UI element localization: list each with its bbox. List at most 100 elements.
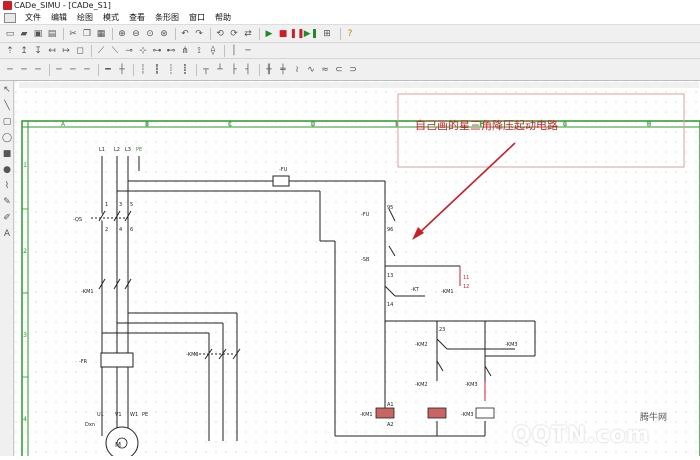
schematic-svg: A B C D E F G H 1 2 3 4 自己画的星三角降压起动电路 — [15, 81, 700, 460]
switch-icon[interactable]: ⊷ — [166, 45, 176, 56]
switch-icon[interactable]: ⊹ — [139, 45, 147, 56]
print-icon[interactable]: ▤ — [47, 29, 57, 39]
bus-icon[interactable]: ┋ — [182, 64, 188, 75]
schematic-labels: L1 L2 L3 PE -QS -KM1 -KM3 -FR -FU -FU -S… — [73, 147, 518, 428]
stamp-icon[interactable]: ◻ — [76, 45, 84, 56]
tee-icon[interactable]: ├ — [231, 64, 237, 75]
menu-help[interactable]: 帮助 — [215, 13, 231, 22]
switch-icon[interactable]: ⟠ — [210, 45, 216, 56]
polyline-icon[interactable]: ⌇ — [4, 181, 10, 191]
column-label: A — [61, 121, 66, 128]
fill-rect-icon[interactable]: ■ — [2, 149, 12, 159]
help-icon[interactable]: ? — [347, 29, 353, 39]
switch-icon[interactable]: ⟟ — [197, 45, 201, 56]
wire-icon[interactable]: ─ — [70, 64, 76, 75]
wire-icon[interactable]: ━ — [105, 64, 111, 75]
menu-edit[interactable]: 编辑 — [51, 13, 67, 22]
switch-icon[interactable]: ⊸ — [125, 45, 133, 56]
save-icon[interactable]: ▣ — [33, 29, 43, 39]
stop-icon[interactable]: ■ — [278, 29, 288, 39]
app-icon — [3, 1, 12, 10]
wire-icon[interactable]: ─ — [7, 64, 13, 75]
coil-km2[interactable] — [427, 407, 447, 419]
label-fr: -FR — [79, 359, 88, 365]
bus-icon[interactable]: ┊ — [168, 64, 174, 75]
wire-icon[interactable]: ─ — [56, 64, 62, 75]
line-icon[interactable]: ╲ — [4, 101, 10, 111]
wire-icon[interactable]: ─ — [84, 64, 90, 75]
motor-inner — [116, 437, 128, 449]
annotation-box[interactable] — [397, 93, 685, 168]
label-km3: -KM3 — [186, 352, 199, 358]
tee-icon[interactable]: ≈ — [321, 64, 329, 75]
bus-icon[interactable]: ┇ — [154, 64, 160, 75]
menu-draw[interactable]: 绘图 — [77, 13, 93, 22]
pen-icon[interactable]: ✐ — [3, 213, 11, 223]
bus-icon[interactable]: ┆ — [140, 64, 146, 75]
dash-icon[interactable]: ─ — [245, 45, 251, 56]
label-dxn: Dxn — [85, 422, 95, 428]
zoom-fit-icon[interactable]: ⊙ — [146, 29, 154, 39]
rotate-left-icon[interactable]: ⟲ — [216, 29, 224, 39]
tee-icon[interactable]: ╪ — [280, 64, 286, 75]
arrow-icon[interactable]: ↖ — [3, 85, 11, 95]
undo-icon[interactable]: ↶ — [181, 29, 189, 39]
document-icon[interactable] — [4, 13, 16, 23]
rotate-right-icon[interactable]: ⟳ — [230, 29, 238, 39]
menu-barchart[interactable]: 条形图 — [155, 13, 179, 22]
tee-icon[interactable]: ┬ — [203, 64, 209, 75]
annotation-arrow — [414, 142, 516, 238]
label-fu: -FU — [279, 167, 288, 173]
paste-icon[interactable]: ▦ — [96, 29, 106, 39]
zoom-area-icon[interactable]: ⊛ — [160, 29, 168, 39]
fill-ellipse-icon[interactable]: ● — [3, 165, 11, 175]
wire-icon[interactable]: ─ — [21, 64, 27, 75]
menu-window[interactable]: 窗口 — [189, 13, 205, 22]
arrow-right-icon[interactable]: ↦ — [62, 45, 70, 56]
menu-mode[interactable]: 模式 — [103, 13, 119, 22]
arrow-left-icon[interactable]: ↤ — [48, 45, 56, 56]
menu-file[interactable]: 文件 — [25, 13, 41, 22]
switch-icon[interactable]: ⊶ — [152, 45, 162, 56]
wire-icon[interactable]: ─ — [35, 64, 41, 75]
coil-km1[interactable] — [375, 407, 395, 419]
redo-icon[interactable]: ↷ — [195, 29, 203, 39]
play-icon[interactable]: ▶ — [265, 29, 273, 39]
monitor-icon[interactable]: ⊞ — [323, 29, 331, 39]
pause-icon[interactable]: ❚❚ — [289, 29, 305, 39]
tee-icon[interactable]: ┤ — [245, 64, 251, 75]
menu-view[interactable]: 查看 — [129, 13, 145, 22]
drawing-canvas[interactable]: A B C D E F G H 1 2 3 4 自己画的星三角降压起动电路 — [15, 81, 700, 460]
text-icon[interactable]: A — [3, 229, 11, 239]
paint-icon[interactable]: ✎ — [3, 197, 11, 207]
toolbar-separator — [259, 63, 260, 76]
tee-icon[interactable]: ⊂ — [335, 64, 343, 75]
tee-icon[interactable]: ∿ — [307, 64, 315, 75]
copy-icon[interactable]: ❐ — [82, 29, 92, 39]
pointer-icon[interactable]: ⇡ — [6, 45, 14, 56]
rect-icon[interactable]: ▢ — [2, 117, 12, 127]
ellipse-icon[interactable]: ◯ — [2, 133, 13, 143]
switch-icon[interactable]: ⋔ — [181, 45, 189, 56]
tee-icon[interactable]: ┴ — [217, 64, 223, 75]
switch-icon[interactable]: ⟍ — [111, 45, 119, 56]
tee-icon[interactable]: ≀ — [295, 64, 299, 75]
flip-icon[interactable]: ⇄ — [244, 29, 252, 39]
tee-icon[interactable]: ╫ — [266, 64, 272, 75]
label-km1: -KM1 — [81, 289, 94, 295]
cut-icon[interactable]: ✂ — [69, 29, 77, 39]
new-file-icon[interactable]: ▭ — [5, 29, 15, 39]
zoom-out-icon[interactable]: ⊖ — [132, 29, 140, 39]
tee-icon[interactable]: ⊃ — [349, 64, 357, 75]
line-icon[interactable]: │ — [231, 45, 237, 56]
arrow-up-icon[interactable]: ↥ — [20, 45, 28, 56]
toolbar-separator — [340, 28, 341, 40]
arrow-down-icon[interactable]: ↧ — [34, 45, 42, 56]
open-folder-icon[interactable]: ▰ — [20, 29, 28, 39]
window-title: CADe_SIMU - [CADe_S1] — [14, 1, 111, 10]
coil-km3[interactable] — [475, 407, 495, 419]
zoom-in-icon[interactable]: ⊕ — [118, 29, 126, 39]
node-icon[interactable]: ┼ — [119, 64, 125, 75]
step-icon[interactable]: ▶❚ — [303, 29, 319, 39]
switch-icon[interactable]: ⟋ — [97, 45, 105, 56]
